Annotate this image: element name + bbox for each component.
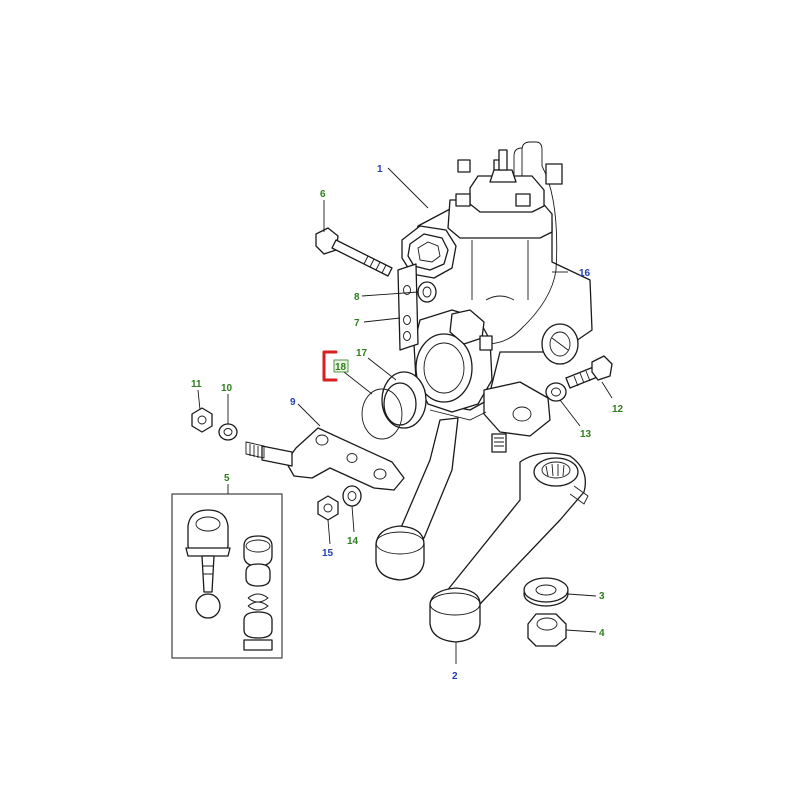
callout-12[interactable]: 12	[612, 404, 624, 415]
callout-6[interactable]: 6	[320, 189, 326, 200]
callout-3[interactable]: 3	[599, 591, 605, 602]
drop-arm-ball-joint[interactable]	[429, 587, 481, 643]
fluid-pipe[interactable]	[479, 141, 563, 351]
callout-11[interactable]: 11	[191, 379, 202, 390]
mounting-plate[interactable]	[397, 263, 419, 351]
nut-4[interactable]	[527, 613, 567, 647]
bolt-12[interactable]	[565, 355, 613, 389]
callout-8[interactable]: 8	[354, 292, 360, 303]
callout-9[interactable]: 9	[290, 397, 296, 408]
callout-14[interactable]: 14	[347, 536, 359, 547]
ball-joint-kit-box[interactable]	[171, 493, 283, 659]
bearing-ring[interactable]	[381, 371, 427, 429]
nut-11[interactable]	[191, 407, 213, 433]
selected-callout-highlight	[322, 350, 349, 382]
callout-18[interactable]: 18	[335, 362, 347, 373]
washer-8[interactable]	[417, 281, 437, 303]
long-bolt[interactable]	[315, 227, 393, 277]
callout-7[interactable]: 7	[354, 318, 360, 329]
callout-2[interactable]: 2	[452, 671, 458, 682]
washer-14[interactable]	[342, 485, 362, 507]
callout-15[interactable]: 15	[322, 548, 334, 559]
o-ring[interactable]	[361, 388, 403, 440]
nut-15[interactable]	[317, 495, 339, 521]
callout-10[interactable]: 10	[221, 383, 233, 394]
washer-10[interactable]	[218, 423, 238, 441]
drag-link-arm[interactable]	[245, 427, 405, 491]
callout-16[interactable]: 16	[579, 268, 591, 279]
callout-13[interactable]: 13	[580, 429, 592, 440]
steering-box-housing[interactable]	[401, 149, 593, 453]
washer-13[interactable]	[545, 382, 567, 402]
relay-arm[interactable]	[375, 417, 459, 581]
callout-17[interactable]: 17	[356, 348, 368, 359]
washer-3[interactable]	[523, 577, 569, 607]
leader-lines	[197, 167, 613, 664]
callout-4[interactable]: 4	[599, 628, 605, 639]
callout-1[interactable]: 1	[377, 164, 383, 175]
callout-labels: 1 2 3 4 5 6 7 8 9 10 11 12 13 14 15 16 1…	[191, 164, 624, 682]
callout-5[interactable]: 5	[224, 473, 230, 484]
